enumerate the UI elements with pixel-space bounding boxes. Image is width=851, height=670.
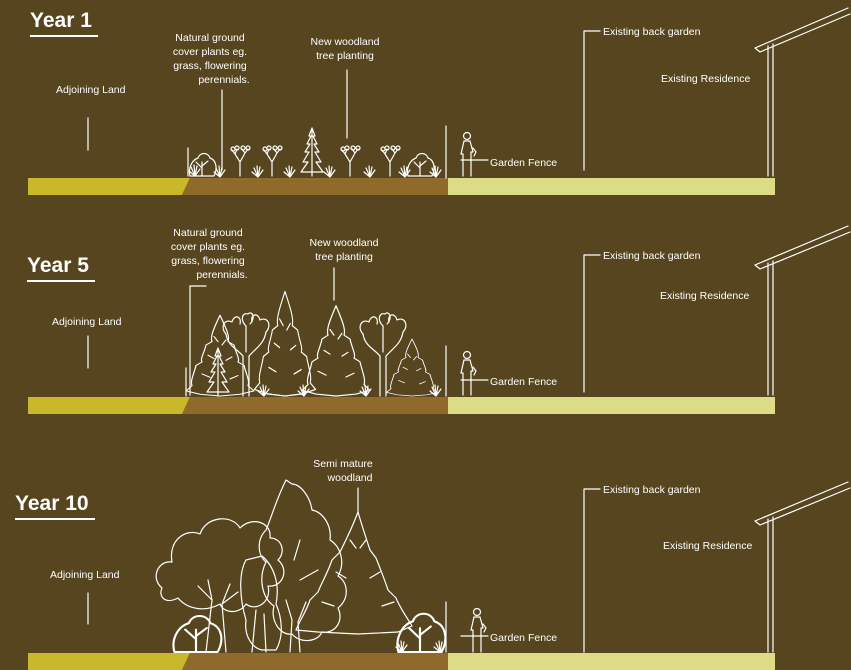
mature-woodland <box>155 479 447 654</box>
planting-label: New woodland tree planting <box>309 237 379 263</box>
residence-label: Existing Residence <box>663 540 753 552</box>
year-heading: Year 10 <box>15 492 95 520</box>
year-heading: Year 5 <box>27 254 95 282</box>
adjoining-land-label: Adjoining Land <box>52 316 122 328</box>
ground-cover-label: Natural ground cover plants eg. grass, f… <box>170 227 248 281</box>
ground-strip-2 <box>28 397 775 414</box>
adjoining-land-label: Adjoining Land <box>56 84 126 96</box>
adjoining-land-label: Adjoining Land <box>50 569 120 581</box>
back-garden-label: Existing back garden <box>603 26 701 38</box>
back-garden-label: Existing back garden <box>603 250 701 262</box>
residence-label: Existing Residence <box>661 73 751 85</box>
ground-strip-1 <box>28 178 775 195</box>
residence-label: Existing Residence <box>660 290 750 302</box>
ground-cover-label: Natural ground cover plants eg. grass, f… <box>172 32 250 86</box>
back-garden-label: Existing back garden <box>603 484 701 496</box>
ground-strip-3 <box>28 653 775 670</box>
garden-fence-label: Garden Fence <box>490 157 558 169</box>
planting-label: New woodland tree planting <box>310 36 380 62</box>
year-heading: Year 1 <box>30 9 98 37</box>
garden-fence-label: Garden Fence <box>490 632 558 644</box>
planting-label: Semi mature woodland <box>313 458 373 484</box>
garden-fence-label: Garden Fence <box>490 376 558 388</box>
